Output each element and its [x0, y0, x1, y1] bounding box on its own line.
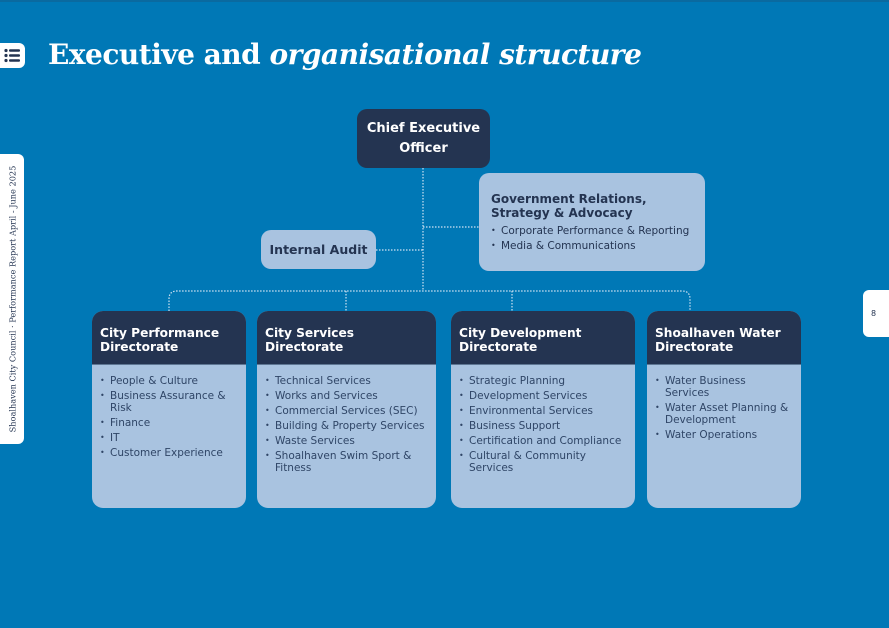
page-title-italic: organisational structure: [269, 38, 642, 71]
government-relations-title: Government Relations, Strategy & Advocac…: [491, 192, 647, 220]
list-item: Building & Property Services: [265, 420, 428, 432]
list-item: Business Support: [459, 420, 627, 432]
list-item: Business Assurance & Risk: [100, 390, 238, 414]
directorate-title: City Services Directorate: [257, 311, 436, 365]
list-item: Finance: [100, 417, 238, 429]
list-item: Certification and Compliance: [459, 435, 627, 447]
government-relations-list: Corporate Performance & Reporting Media …: [491, 225, 693, 252]
list-icon: [4, 48, 20, 63]
directorate-unit-list: Technical Services Works and Services Co…: [257, 365, 436, 474]
directorate-title: City Development Directorate: [451, 311, 635, 365]
list-item: Water Operations: [655, 429, 793, 441]
directorate-shoalhaven-water[interactable]: Shoalhaven Water Directorate Water Busin…: [647, 311, 801, 508]
side-report-tab[interactable]: Shoalhaven City Council · Performance Re…: [0, 154, 24, 444]
page-number: 8: [871, 309, 877, 318]
list-item: Corporate Performance & Reporting: [491, 225, 693, 237]
top-border: [0, 0, 889, 2]
government-relations-node[interactable]: Government Relations, Strategy & Advocac…: [479, 173, 705, 271]
list-item: Technical Services: [265, 375, 428, 387]
list-item: Cultural & Community Services: [459, 450, 627, 474]
menu-button[interactable]: [0, 43, 25, 68]
list-item: Shoalhaven Swim Sport & Fitness: [265, 450, 428, 474]
list-item: Environmental Services: [459, 405, 627, 417]
list-item: Commercial Services (SEC): [265, 405, 428, 417]
directorate-unit-list: Water Business Services Water Asset Plan…: [647, 365, 801, 441]
directorate-city-development[interactable]: City Development Directorate Strategic P…: [451, 311, 635, 508]
connector-horizontal-bus: [168, 290, 691, 311]
list-item: Waste Services: [265, 435, 428, 447]
list-item: Water Business Services: [655, 375, 793, 399]
page-title: Executive and organisational structure: [48, 38, 642, 71]
page-number-tab: 8: [863, 290, 889, 337]
side-report-label: Shoalhaven City Council · Performance Re…: [7, 165, 17, 433]
page-title-plain: Executive and: [48, 38, 270, 71]
list-item: Customer Experience: [100, 447, 238, 459]
internal-audit-node[interactable]: Internal Audit: [261, 230, 376, 269]
list-item: Development Services: [459, 390, 627, 402]
directorate-title: Shoalhaven Water Directorate: [647, 311, 801, 365]
list-item: IT: [100, 432, 238, 444]
list-item: Water Asset Planning & Development: [655, 402, 793, 426]
directorate-city-performance[interactable]: City Performance Directorate People & Cu…: [92, 311, 246, 508]
internal-audit-label: Internal Audit: [269, 242, 368, 257]
ceo-label: Chief Executive Officer: [366, 120, 481, 156]
directorate-unit-list: People & Culture Business Assurance & Ri…: [92, 365, 246, 459]
ceo-node[interactable]: Chief Executive Officer: [357, 109, 490, 168]
list-item: Works and Services: [265, 390, 428, 402]
directorate-unit-list: Strategic Planning Development Services …: [451, 365, 635, 474]
list-item: Strategic Planning: [459, 375, 627, 387]
directorate-city-services[interactable]: City Services Directorate Technical Serv…: [257, 311, 436, 508]
directorate-title: City Performance Directorate: [92, 311, 246, 365]
list-item: Media & Communications: [491, 240, 693, 252]
list-item: People & Culture: [100, 375, 238, 387]
